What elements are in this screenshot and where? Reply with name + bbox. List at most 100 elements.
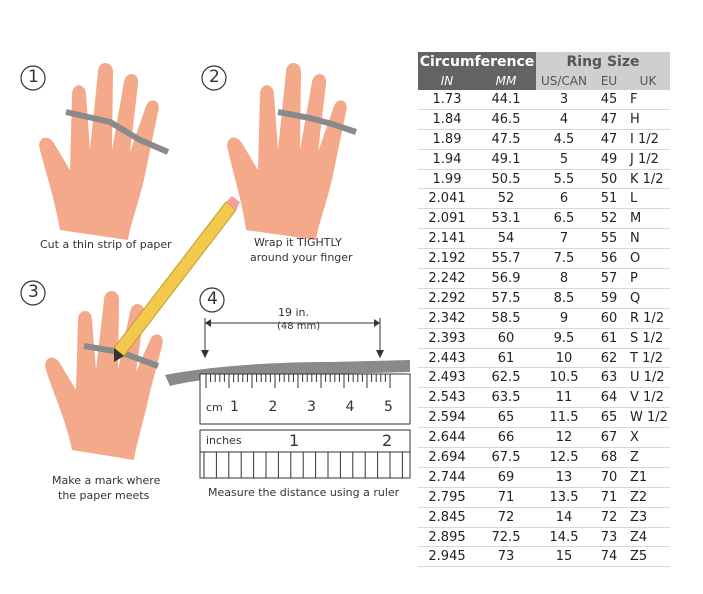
cell-mm: 61 — [497, 350, 515, 366]
cell-in: 2.242 — [428, 271, 466, 287]
paper-strip — [165, 360, 410, 386]
cell-uk: S 1/2 — [630, 330, 664, 346]
cm-tick-label: 2 — [268, 399, 278, 415]
step-3-caption-line2: the paper meets — [58, 489, 150, 502]
cell-uk: F — [630, 92, 638, 107]
col-header-in: IN — [418, 72, 476, 90]
hand-1 — [39, 63, 170, 240]
cell-uk: Z1 — [630, 469, 648, 485]
ring-size-table: Circumference Ring Size IN MM US/CAN EU … — [418, 52, 670, 568]
step-2-caption-line1: Wrap it TIGHTLY — [254, 236, 342, 249]
cell-mm: 44.1 — [491, 92, 521, 107]
cell-uk: Z2 — [630, 489, 648, 505]
measure-length-mm: (48 mm) — [277, 321, 321, 332]
cell-us-can: 7 — [559, 231, 569, 247]
cell-eu: 64 — [600, 390, 618, 406]
cell-us-can: 9.5 — [553, 330, 575, 346]
cell-us-can: 14 — [555, 509, 573, 525]
illustration-canvas — [20, 63, 411, 479]
cell-eu: 71 — [600, 489, 618, 505]
cell-us-can: 3 — [559, 92, 569, 107]
cell-uk: I 1/2 — [630, 131, 659, 147]
cell-mm: 55.7 — [491, 251, 521, 267]
cell-eu: 60 — [600, 310, 618, 326]
cell-in: 2.594 — [428, 410, 466, 426]
cell-in: 2.744 — [428, 469, 466, 485]
cell-eu: 67 — [600, 430, 618, 446]
step-4-number: 4 — [207, 289, 218, 309]
ruler-inch-label: inches — [206, 434, 242, 447]
cell-eu: 45 — [600, 92, 618, 107]
cell-mm: 72 — [497, 509, 515, 525]
step-1-caption: Cut a thin strip of paper — [40, 238, 172, 251]
cell-in: 2.945 — [428, 549, 466, 565]
cell-mm: 63.5 — [491, 390, 521, 406]
step-1-circle — [20, 65, 46, 91]
cell-uk: M — [630, 211, 642, 227]
cell-in: 2.845 — [428, 509, 466, 525]
cell-in: 1.89 — [432, 131, 462, 147]
header-circumference: Circumference — [418, 52, 536, 72]
cell-in: 2.192 — [428, 251, 466, 267]
cell-uk: Z3 — [630, 509, 648, 525]
table-row: 2.845 72 14 72 Z3 — [418, 508, 670, 528]
cell-in: 2.393 — [428, 330, 466, 346]
cell-us-can: 14.5 — [549, 529, 579, 545]
cell-us-can: 10.5 — [549, 370, 579, 386]
cell-mm: 56.9 — [491, 271, 521, 287]
cell-uk: V 1/2 — [630, 390, 664, 406]
cell-us-can: 6 — [559, 191, 569, 207]
cell-eu: 63 — [600, 370, 618, 386]
cell-uk: X — [630, 430, 639, 446]
cm-tick-label: 4 — [345, 399, 355, 415]
cm-tick-label: 5 — [384, 399, 393, 415]
cell-uk: N — [630, 231, 640, 247]
cell-us-can: 8 — [559, 271, 569, 287]
cell-eu: 62 — [600, 350, 618, 366]
cell-us-can: 10 — [555, 350, 573, 366]
cell-in: 2.292 — [428, 290, 466, 306]
cell-mm: 65 — [497, 410, 515, 426]
cell-in: 2.543 — [428, 390, 466, 406]
cm-tick-label: 3 — [307, 399, 316, 415]
cell-mm: 66 — [497, 430, 515, 446]
cell-mm: 58.5 — [491, 310, 521, 326]
cell-in: 2.694 — [428, 450, 466, 466]
cell-eu: 52 — [600, 211, 618, 227]
cell-mm: 52 — [497, 191, 515, 207]
cell-us-can: 13.5 — [549, 489, 579, 505]
table-header-row-1: Circumference Ring Size — [418, 52, 670, 72]
step-4-caption: Measure the distance using a ruler — [208, 486, 400, 499]
cell-us-can: 8.5 — [553, 290, 575, 306]
cell-in: 2.091 — [428, 211, 466, 227]
cell-in: 1.84 — [432, 111, 462, 127]
measure-arrow — [201, 318, 384, 358]
cell-eu: 51 — [600, 191, 618, 207]
cell-uk: Z4 — [630, 529, 648, 545]
cell-eu: 56 — [600, 251, 618, 267]
cell-eu: 72 — [600, 509, 618, 525]
measure-length-in: 19 in. — [278, 306, 310, 319]
cell-uk: U 1/2 — [630, 370, 665, 386]
cell-in: 2.493 — [428, 370, 466, 386]
instructions-illustration: 1 2 3 4 Cut a thin strip of paper Wrap i… — [20, 63, 411, 502]
cell-uk: H — [630, 111, 640, 127]
step-3-number: 3 — [28, 282, 39, 302]
cell-mm: 57.5 — [491, 290, 521, 306]
col-header-mm: MM — [476, 72, 536, 90]
step-2-number: 2 — [209, 67, 220, 87]
step-2-caption-line2: around your finger — [250, 251, 353, 264]
cell-us-can: 9 — [559, 310, 569, 326]
